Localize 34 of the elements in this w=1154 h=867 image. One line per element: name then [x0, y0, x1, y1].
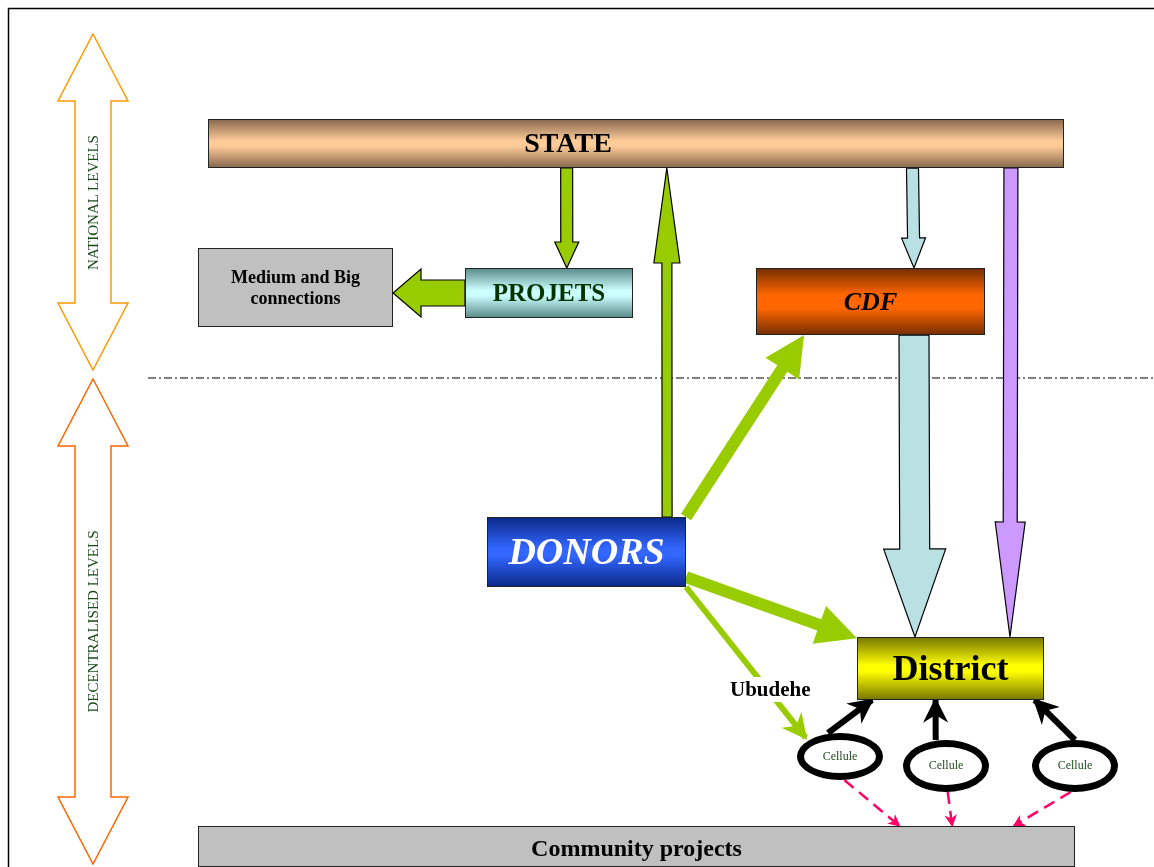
- double-arrow: [57, 378, 129, 865]
- ellipse-node: [797, 733, 883, 780]
- node-label: Cellule: [822, 749, 858, 764]
- dashed-arrow: [1012, 790, 1072, 828]
- node-label: Cellule: [1057, 759, 1093, 773]
- process-box: [465, 268, 633, 318]
- block-arrow: [900, 167, 927, 270]
- block-arrow: [882, 334, 947, 639]
- dashed-arrow: [843, 779, 901, 827]
- node-label: Cellule: [928, 759, 964, 773]
- double-arrow: [57, 33, 129, 371]
- block-arrow: [680, 335, 805, 521]
- level-label: DECENTRALISED LEVELS: [84, 530, 102, 713]
- node-label: Medium and Big connections: [230, 266, 361, 309]
- node-label: PROJETS: [492, 278, 606, 308]
- process-box: [756, 268, 985, 335]
- node-label: STATE: [524, 127, 612, 160]
- block-arrow: [994, 167, 1026, 638]
- block-arrow: [653, 167, 681, 518]
- process-box: [198, 248, 393, 327]
- block-arrow: [392, 267, 466, 319]
- dashed-arrow: [944, 791, 957, 828]
- node-label: Community projects: [531, 835, 742, 863]
- node-label: District: [892, 647, 1009, 690]
- node-label: DONORS: [508, 530, 665, 574]
- state-bar: [208, 119, 1064, 168]
- node-label: CDF: [843, 286, 898, 317]
- level-label: NATIONAL LEVELS: [84, 134, 102, 270]
- process-box: [487, 517, 686, 587]
- block-arrow: [684, 571, 857, 644]
- process-box: [857, 637, 1044, 700]
- process-box: [198, 826, 1075, 867]
- block-arrow: [553, 167, 580, 270]
- edge-label: Ubudehe: [728, 677, 813, 702]
